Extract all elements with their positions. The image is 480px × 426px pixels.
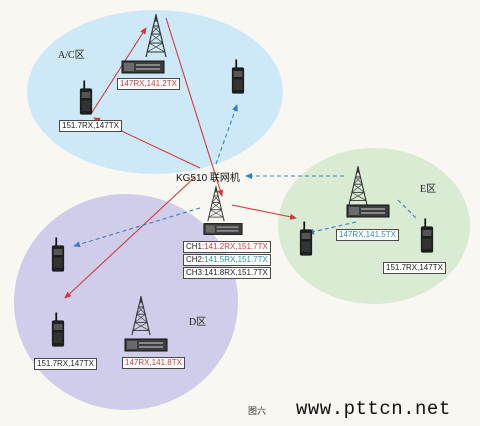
center-label: KG510 联网机 [176,173,240,184]
watermark-url: www.pttcn.net [296,398,451,420]
zone-d-area [14,194,238,410]
channel-value: 141.5RX,151.7TX [204,255,268,264]
center-tower-icon [207,186,225,222]
link-e-repeater-to-radio [397,199,417,219]
d-radio-label: 151.7RX,147TX [34,358,97,370]
channel-row-2: CH2:141.5RX,151.7TX [183,254,271,266]
link-center-to-d-handheld [73,207,201,248]
link-center-to-d-radio [64,176,196,299]
d-repeater-label: 147RX,141.8TX [122,357,185,369]
ac-repeater-label: 147RX,141.2TX [117,78,180,90]
channel-value: 141.2RX,151.7TX [204,242,268,251]
channel-name: CH3: [186,268,205,277]
zone-d-label: D区 [189,317,207,328]
figure-caption: 图六 [248,406,267,416]
center-kg510-icon [203,223,243,235]
link-e-repeater-to-e-radio [307,221,357,235]
link-center-to-ac-handheld [215,104,238,165]
ac-radio-label: 151.7RX,147TX [59,120,122,132]
zone-e-label: E区 [420,184,437,195]
e-repeater-icon [346,204,390,218]
channel-list: CH1:141.2RX,151.7TX CH2:141.5RX,151.7TX … [183,241,271,280]
channel-value: 141.8RX,151.7TX [204,268,268,277]
zone-ac-area [27,10,283,174]
e-repeater-label: 147RX,141.5TX [336,229,399,241]
zone-e-area [278,148,470,304]
ac-repeater-icon [121,60,165,74]
channel-row-1: CH1:141.2RX,151.7TX [183,241,271,253]
zone-ac-label: A/C区 [58,50,85,61]
link-tower-to-center [165,17,224,197]
d-repeater-icon [124,338,168,352]
channel-name: CH1: [186,242,205,251]
channel-name: CH2: [186,255,205,264]
e-radio-label: 151.7RX,147TX [383,262,446,274]
channel-row-3: CH3:141.8RX,151.7TX [183,267,271,279]
link-center-to-e-radio [231,204,297,220]
link-ac-radio-to-tower [90,27,147,115]
